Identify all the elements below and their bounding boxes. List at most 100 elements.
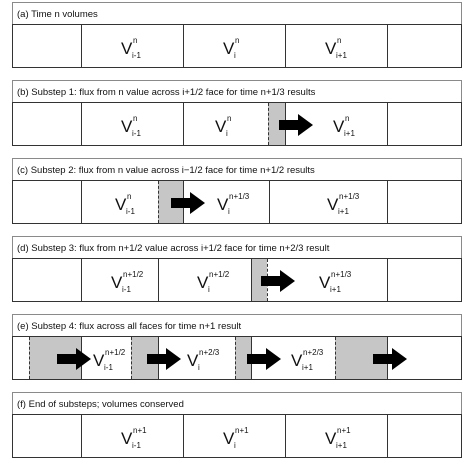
volume-symbol: V (327, 195, 339, 214)
panel-label: (b) Substep 1: flux from n value across … (12, 80, 462, 102)
volume-i-plus-1: V n i+1 (301, 35, 371, 63)
cell-index: i-1 (132, 441, 141, 450)
cell-index: i+1 (302, 363, 313, 372)
cell-index: i (198, 363, 200, 372)
cell-index: i+1 (338, 207, 349, 216)
cell-index: i (234, 51, 236, 60)
volume-symbol: V (319, 273, 331, 292)
volume-symbol: V (121, 117, 133, 136)
cell-wall (81, 25, 82, 67)
cell-index: i+1 (336, 441, 347, 450)
cell-wall (387, 259, 388, 301)
cell-wall (158, 259, 159, 301)
cell-index: i-1 (132, 129, 141, 138)
flux-arrow-icon (247, 348, 281, 370)
cell-wall (81, 103, 82, 145)
cell-wall (387, 415, 388, 457)
flux-region (251, 259, 267, 301)
volume-i-minus-1: V n i-1 (91, 191, 161, 219)
time-level: n+1 (337, 426, 351, 435)
volume-symbol: V (115, 195, 127, 214)
volume-i-plus-1: V n i+1 (309, 113, 379, 141)
volume-symbol: V (93, 351, 105, 370)
cell-index: i-1 (122, 285, 131, 294)
volume-i: V n i (191, 113, 261, 141)
cell-wall (285, 415, 286, 457)
flux-region (235, 337, 251, 379)
cell-wall (387, 25, 388, 67)
time-level: n+2/3 (303, 348, 324, 357)
volume-i-plus-1: V n+1 i+1 (301, 425, 371, 453)
panel-d: (d) Substep 3: flux from n+1/2 value acr… (12, 236, 462, 302)
volume-symbol: V (325, 39, 337, 58)
cell-wall (81, 259, 82, 301)
cell-row: V n i-1 V n i V n i+1 (12, 24, 462, 68)
cell-index: i-1 (104, 363, 113, 372)
cell-row: V n i-1 V n+1/3 i V n+1/3 i+1 (12, 180, 462, 224)
time-level: n+1/3 (229, 192, 250, 201)
time-level: n (337, 36, 342, 45)
cell-row: V n i-1 V n i V n i+1 (12, 102, 462, 146)
cell-row: V n+1/2 i-1 V n+2/3 i V n+2/3 i+1 (12, 336, 462, 380)
cell-index: i (226, 129, 228, 138)
volume-symbol: V (217, 195, 229, 214)
dashed-boundary (268, 103, 269, 145)
dashed-boundary (235, 337, 236, 379)
volume-i-minus-1: V n i-1 (97, 35, 167, 63)
cell-index: i-1 (132, 51, 141, 60)
volume-i-minus-1: V n i-1 (97, 113, 167, 141)
flux-arrow-icon (279, 114, 313, 136)
volume-i-minus-1: V n+1/2 i-1 (87, 269, 157, 297)
volume-symbol: V (215, 117, 227, 136)
cell-row: V n+1/2 i-1 V n+1/2 i V n+1/3 i+1 (12, 258, 462, 302)
volume-i: V n+1/3 i (193, 191, 263, 219)
time-level: n+1 (235, 426, 249, 435)
dashed-boundary (29, 337, 30, 379)
flux-arrow-icon (57, 348, 91, 370)
cell-wall (183, 103, 184, 145)
panel-f: (f) End of substeps; volumes conserved V… (12, 392, 462, 458)
cell-index: i+1 (344, 129, 355, 138)
cell-index: i (234, 441, 236, 450)
cell-wall (81, 181, 82, 223)
cell-index: i (228, 207, 230, 216)
flux-arrow-icon (261, 270, 295, 292)
time-level: n (133, 36, 138, 45)
volume-i-minus-1: V n+1 i-1 (97, 425, 167, 453)
cell-row: V n+1 i-1 V n+1 i V n+1 i+1 (12, 414, 462, 458)
time-level: n+1/2 (105, 348, 126, 357)
cell-index: i+1 (336, 51, 347, 60)
time-level: n (133, 114, 138, 123)
volume-i: V n+2/3 i (163, 347, 233, 375)
flux-arrow-icon (373, 348, 407, 370)
cell-index: i-1 (126, 207, 135, 216)
volume-symbol: V (223, 429, 235, 448)
cell-wall (183, 25, 184, 67)
cell-index: i (208, 285, 210, 294)
volume-symbol: V (197, 273, 209, 292)
panel-label: (a) Time n volumes (12, 2, 462, 24)
time-level: n+1/3 (331, 270, 352, 279)
volume-i-plus-1: V n+2/3 i+1 (267, 347, 337, 375)
cell-wall (387, 181, 388, 223)
time-level: n (127, 192, 132, 201)
panel-label: (c) Substep 2: flux from n value across … (12, 158, 462, 180)
volume-symbol: V (121, 429, 133, 448)
volume-symbol: V (111, 273, 123, 292)
dashed-boundary (131, 337, 132, 379)
volume-symbol: V (333, 117, 345, 136)
volume-i-plus-1: V n+1/3 i+1 (295, 269, 365, 297)
cell-wall (387, 103, 388, 145)
cell-index: i+1 (330, 285, 341, 294)
panel-b: (b) Substep 1: flux from n value across … (12, 80, 462, 146)
volume-symbol: V (291, 351, 303, 370)
volume-i: V n i (199, 35, 269, 63)
time-level: n+2/3 (199, 348, 220, 357)
cell-wall (285, 25, 286, 67)
cell-wall (269, 181, 270, 223)
panel-label: (d) Substep 3: flux from n+1/2 value acr… (12, 236, 462, 258)
volume-symbol: V (121, 39, 133, 58)
time-level: n+1/3 (339, 192, 360, 201)
time-level: n+1/2 (209, 270, 230, 279)
volume-i-plus-1: V n+1/3 i+1 (303, 191, 373, 219)
